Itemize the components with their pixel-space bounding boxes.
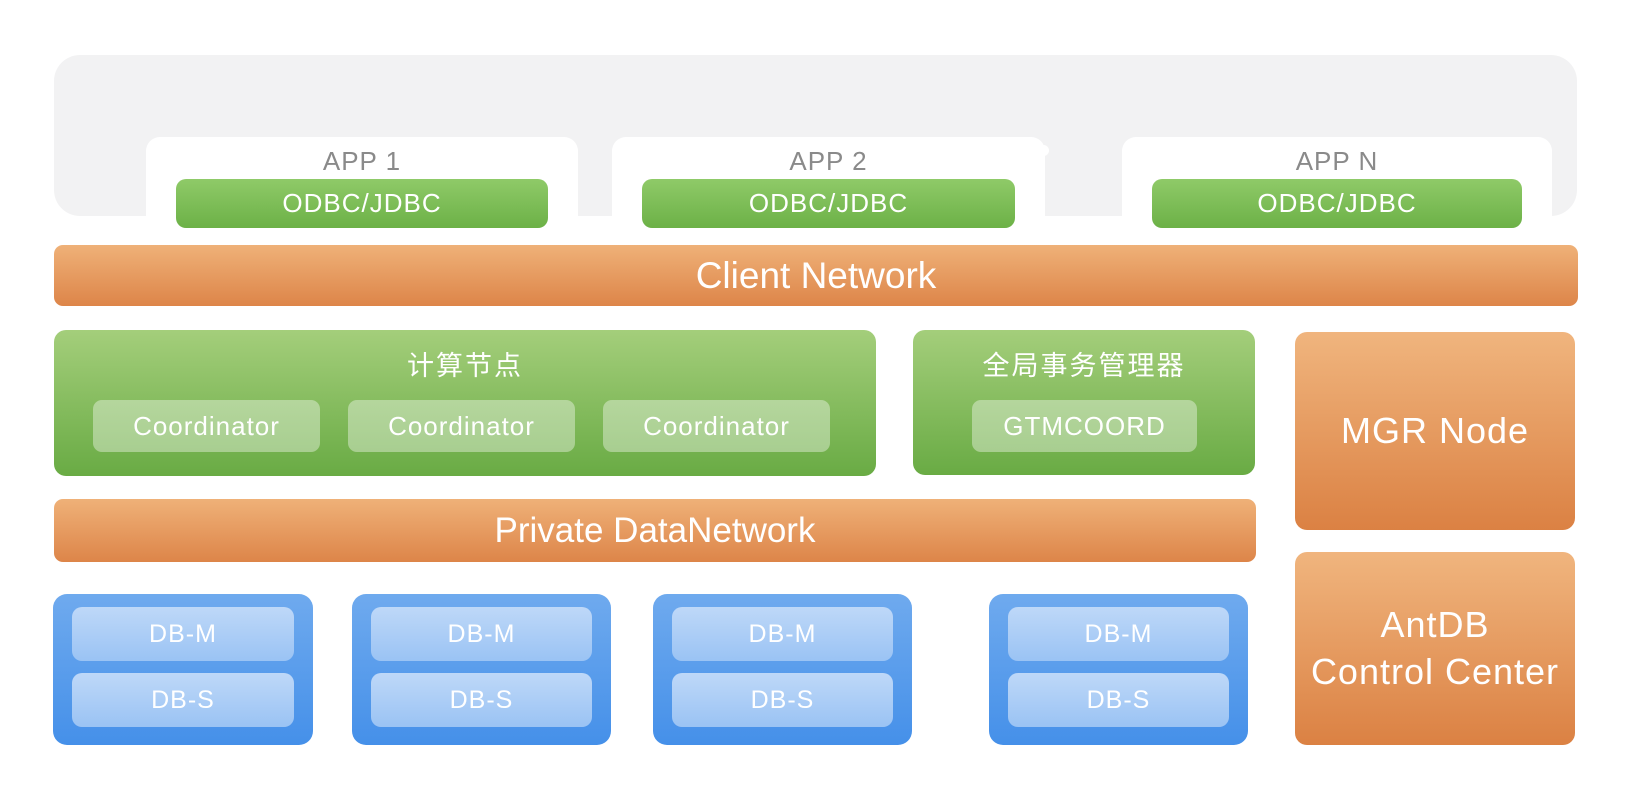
gtm-title: 全局事务管理器 (982, 351, 1186, 381)
private-data-network-bar: Private DataNetwork (54, 499, 1256, 562)
db-standby-node: DB-S (672, 673, 893, 727)
gtmcoord-node: GTMCOORD (972, 400, 1197, 452)
app-n-title: APP N (1295, 146, 1379, 176)
client-network-label: Client Network (695, 254, 937, 296)
odbc-jdbc-node-2: ODBC/JDBC (642, 179, 1015, 228)
ellipsis-dot (1024, 202, 1035, 213)
compute-node-title: 计算节点 (407, 351, 523, 381)
app-card-2: APP 2 ODBC/JDBC (612, 137, 1045, 241)
db-standby-node: DB-S (72, 673, 294, 727)
coordinator-node-1: Coordinator (93, 400, 320, 452)
app-card-1: APP 1 ODBC/JDBC (146, 137, 578, 241)
db-master-node: DB-M (371, 607, 592, 661)
app-1-title: APP 1 (322, 146, 402, 176)
coordinator-node-3: Coordinator (603, 400, 830, 452)
mgr-node-box: MGR Node (1295, 332, 1575, 530)
app-card-n: APP N ODBC/JDBC (1122, 137, 1552, 241)
db-master-node: DB-M (672, 607, 893, 661)
ellipsis-dot (1024, 145, 1035, 156)
control-center-label-line2: Control Center (1310, 650, 1560, 692)
ellipsis-dot (1038, 145, 1049, 156)
odbc-jdbc-node-1: ODBC/JDBC (176, 179, 548, 228)
data-node-group-1: DB-M DB-S (53, 594, 313, 745)
control-center-label-line1: AntDB (1380, 603, 1490, 645)
mgr-node-label: MGR Node (1340, 410, 1530, 451)
db-master-node: DB-M (72, 607, 294, 661)
data-node-group-4: DB-M DB-S (989, 594, 1248, 745)
app-2-title: APP 2 (789, 146, 868, 176)
data-node-group-2: DB-M DB-S (352, 594, 611, 745)
gtm-box: 全局事务管理器 GTMCOORD (913, 330, 1255, 475)
antdb-control-center-box: AntDB Control Center (1295, 552, 1575, 745)
data-node-group-3: DB-M DB-S (653, 594, 912, 745)
client-network-bar: Client Network (54, 245, 1578, 306)
db-standby-node: DB-S (371, 673, 592, 727)
coordinator-node-2: Coordinator (348, 400, 575, 452)
db-master-node: DB-M (1008, 607, 1229, 661)
db-standby-node: DB-S (1008, 673, 1229, 727)
odbc-jdbc-node-n: ODBC/JDBC (1152, 179, 1522, 228)
private-data-network-label: Private DataNetwork (494, 510, 816, 550)
app-layer-panel: APP 1 ODBC/JDBC APP 2 ODBC/JDBC APP N OD… (54, 55, 1577, 241)
compute-node-box: 计算节点 Coordinator Coordinator Coordinator (54, 330, 876, 476)
